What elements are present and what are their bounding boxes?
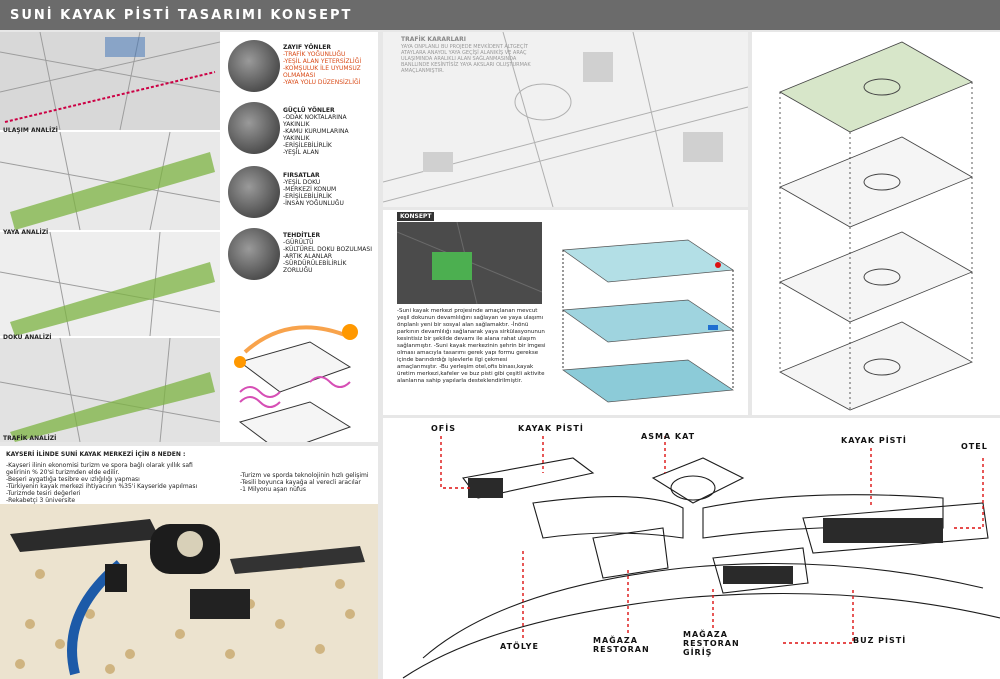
reason-item: -Beşeri aygatlığa tesibre ev ızlığılığı … [6,476,140,483]
label-asma-kat: ASMA KAT [641,432,696,441]
swot-item: -YAYA YOLU DÜZENSİZLİĞİ [283,79,361,86]
label-magaza-restoran-giris: MAĞAZA RESTORAN GİRİŞ [683,630,740,657]
swot-item: -TRAFİK YOĞUNLUĞU [283,51,346,58]
swot-title: GÜÇLÜ YÖNLER [283,107,335,114]
map-label-yaya: YAYA ANALİZİ [3,229,49,236]
swot-item: -MERKEZİ KONUM [283,186,337,193]
swot-item: -YEŞİL DOKU [283,179,321,186]
header-band [0,0,1000,30]
swot-item: -KOMŞULUK İLE UYUMSUZ OLMAMASI [283,65,361,79]
reasons-panel: KAYSERİ İLİNDE SUNİ KAYAK MERKEZİ İÇİN 8… [0,446,378,679]
label-kayak-pisti-2: KAYAK PİSTİ [841,436,907,445]
swot-item: -KÜLTÜREL DOKU BOZULMASI [283,246,372,253]
swot-block-guclu: GÜÇLÜ YÖNLER -ODAK NOKTALARINA YAKINLIK … [283,107,375,156]
swot-block-firsat: FIRSATLAR -YEŞİL DOKU -MERKEZİ KONUM -ER… [283,172,375,207]
swot-item: -YEŞİL ALAN [283,149,319,156]
label-buz-pisti: BUZ PİSTİ [853,636,907,645]
label-kayak-pisti-1: KAYAK PİSTİ [518,424,584,433]
analysis-maps [0,32,358,442]
traffic-text: YAYA ONPLANLI BU PROJEDE MEVKİDENT ALTGE… [401,44,531,74]
swot-circle-1 [228,40,280,92]
swot-item: -ODAK NOKTALARINA YAKINLIK [283,114,347,128]
model-photo [0,504,378,679]
swot-item: -KAMU KURUMLARINA YAKINLIK [283,128,349,142]
reason-item: -Türkiyenin kayak merkezi ihtiyacının %3… [6,483,198,490]
perspective-panel: OFİS KAYAK PİSTİ ASMA KAT KAYAK PİSTİ OT… [383,418,1000,679]
map-label-doku: DOKU ANALİZİ [3,334,52,341]
label-otel: OTEL [961,442,988,451]
swot-circle-3 [228,166,280,218]
map-label-trafik: TRAFİK ANALİZİ [3,435,57,442]
swot-item: -ERİŞİLEBİLİRLİK [283,142,332,149]
concept-aerial [397,222,542,304]
swot-title: TEHDİTLER [283,232,321,239]
reason-item: -Kayseri ilinin ekonomisi turizm ve spor… [6,462,193,476]
reasons-left-list: -Kayseri ilinin ekonomisi turizm ve spor… [6,462,206,504]
swot-item: -ERİŞİLEBİLİRLİK [283,193,332,200]
perspective-drawing [402,436,1000,679]
swot-item: -ARTIK ALANLAR [283,253,333,260]
swot-item: -GÜRÜLTÜ [283,239,314,246]
concept-text: -Suni kayak merkezi projesinde amaçlanan… [397,308,546,384]
concept-panel: KONSEPT -Suni kayak merkezi projesinde a… [383,210,748,415]
swot-circle-2 [228,102,280,154]
swot-item: -SÜRDÜRÜLEBİLİRLİK ZORLUĞU [283,260,347,274]
swot-circle-4 [228,228,280,280]
reasons-right-list: -Turizm ve sporda teknolojinin hızlı gel… [240,472,375,493]
label-ofis: OFİS [431,424,457,433]
reason-item: -Rekabetçi 3 üniversite [6,497,76,504]
map-label-ulasim: ULAŞIM ANALİZİ [3,127,58,134]
reason-item: -Turizmde tesiri değerleri [6,490,81,497]
concept-layers [562,239,735,403]
label-atolye: ATÖLYE [500,642,539,651]
swot-block-tehdit: TEHDİTLER -GÜRÜLTÜ -KÜLTÜREL DOKU BOZULM… [283,232,375,274]
swot-block-zayif: ZAYIF YÖNLER -TRAFİK YOĞUNLUĞU -YEŞİL AL… [283,44,375,86]
reason-item: -1 Milyonu aşan nüfus [240,486,306,493]
traffic-title: TRAFİK KARARLARI [401,36,466,43]
traffic-map [383,32,748,207]
reason-item: -Tesili boyunca kayağa al verecli aracıl… [240,479,361,486]
reason-item: -Turizm ve sporda teknolojinin hızlı gel… [240,472,369,479]
reasons-title: KAYSERİ İLİNDE SUNİ KAYAK MERKEZİ İÇİN 8… [6,451,186,458]
label-magaza-restoran: MAĞAZA RESTORAN [593,636,650,654]
traffic-panel: TRAFİK KARARLARI YAYA ONPLANLI BU PROJED… [383,32,748,207]
page-title: SUNİ KAYAK PİSTİ TASARIMI KONSEPT [10,8,353,23]
concept-title: KONSEPT [397,212,435,221]
swot-item: -YEŞİL ALAN YETERSİZLİĞİ [283,58,362,65]
swot-item: -İNSAN YOĞUNLUĞU [283,200,344,207]
swot-title: ZAYIF YÖNLER [283,44,331,51]
layers-panel [752,32,1000,415]
exploded-axonometric [779,41,973,411]
swot-title: FIRSATLAR [283,172,320,179]
analysis-panel: ULAŞIM ANALİZİ YAYA ANALİZİ DOKU ANALİZİ… [0,32,378,442]
